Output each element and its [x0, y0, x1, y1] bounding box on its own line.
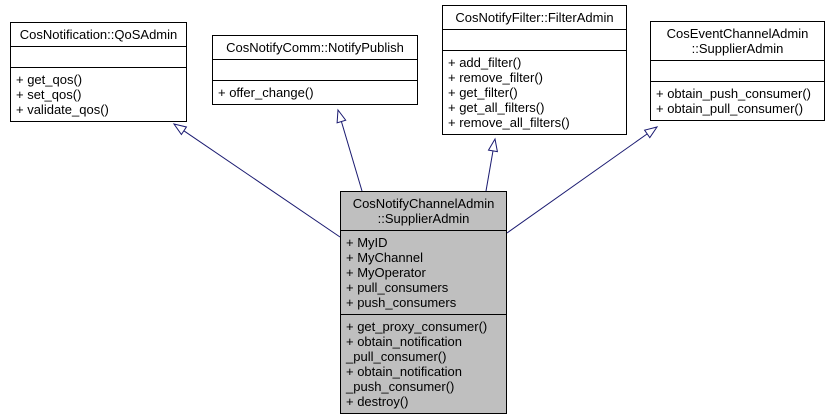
class-methods: + get_qos() + set_qos() + validate_qos(): [11, 67, 186, 121]
class-methods: + get_proxy_consumer() + obtain_notifica…: [341, 314, 506, 413]
method-label: + get_qos(): [16, 72, 83, 87]
inheritance-arrow-to-qosadmin: [172, 123, 341, 238]
method-label: + remove_all_filters(): [448, 115, 570, 130]
class-attributes: [443, 29, 626, 50]
class-title-line: CosEventChannelAdmin: [666, 26, 809, 41]
method-label: _pull_consumer(): [346, 349, 447, 364]
inheritance-arrow-to-notifypublish: [336, 108, 363, 192]
class-title-line: ::SupplierAdmin: [377, 211, 470, 226]
class-node-cos-notify-filter-filter-admin[interactable]: CosNotifyFilter::FilterAdmin + add_filte…: [442, 5, 627, 135]
class-node-cos-notify-comm-notify-publish[interactable]: CosNotifyComm::NotifyPublish + offer_cha…: [212, 35, 418, 105]
method-label: + obtain_pull_consumer(): [656, 101, 804, 116]
class-title: CosEventChannelAdmin ::SupplierAdmin: [651, 22, 824, 60]
class-title-line: CosNotifyComm::NotifyPublish: [226, 40, 404, 55]
class-node-cos-notify-channel-admin-supplier-admin: CosNotifyChannelAdmin ::SupplierAdmin + …: [340, 191, 507, 414]
class-methods: + add_filter() + remove_filter() + get_f…: [443, 50, 626, 134]
class-attributes: [651, 60, 824, 81]
method-label: + obtain_push_consumer(): [656, 86, 812, 101]
class-attributes: [11, 46, 186, 67]
class-title-line: CosNotifyFilter::FilterAdmin: [455, 10, 614, 25]
method-label: + set_qos(): [16, 87, 82, 102]
inheritance-arrow-to-filteradmin: [485, 137, 499, 192]
class-title: CosNotification::QoSAdmin: [11, 23, 186, 46]
attribute-label: + pull_consumers: [346, 280, 449, 295]
class-title: CosNotifyComm::NotifyPublish: [213, 36, 417, 59]
method-label: _push_consumer(): [346, 379, 455, 394]
method-label: + obtain_notification: [346, 364, 463, 379]
method-label: + destroy(): [346, 394, 409, 409]
class-node-cos-event-channel-admin-supplier-admin[interactable]: CosEventChannelAdmin ::SupplierAdmin + o…: [650, 21, 825, 121]
attribute-label: + MyChannel: [346, 250, 423, 265]
inheritance-arrow-to-eventsupplieradmin: [506, 126, 659, 234]
attribute-label: + MyID: [346, 235, 388, 250]
method-label: + get_all_filters(): [448, 100, 545, 115]
class-title-line: CosNotification::QoSAdmin: [19, 27, 178, 42]
method-label: + remove_filter(): [448, 70, 543, 85]
method-label: + offer_change(): [218, 85, 314, 100]
class-title-line: ::SupplierAdmin: [691, 41, 784, 56]
class-methods: + obtain_push_consumer() + obtain_pull_c…: [651, 81, 824, 120]
class-node-cos-notification-qos-admin[interactable]: CosNotification::QoSAdmin + get_qos() + …: [10, 22, 187, 122]
class-title-line: CosNotifyChannelAdmin: [352, 196, 495, 211]
method-label: + add_filter(): [448, 55, 522, 70]
method-label: + get_filter(): [448, 85, 518, 100]
attribute-label: + MyOperator: [346, 265, 426, 280]
method-label: + get_proxy_consumer(): [346, 319, 488, 334]
class-attributes: [213, 59, 417, 80]
method-label: + obtain_notification: [346, 334, 463, 349]
attribute-label: + push_consumers: [346, 295, 457, 310]
class-methods: + offer_change(): [213, 80, 417, 104]
class-attributes: + MyID + MyChannel + MyOperator + pull_c…: [341, 230, 506, 314]
method-label: + validate_qos(): [16, 102, 109, 117]
class-title: CosNotifyFilter::FilterAdmin: [443, 6, 626, 29]
class-title: CosNotifyChannelAdmin ::SupplierAdmin: [341, 192, 506, 230]
